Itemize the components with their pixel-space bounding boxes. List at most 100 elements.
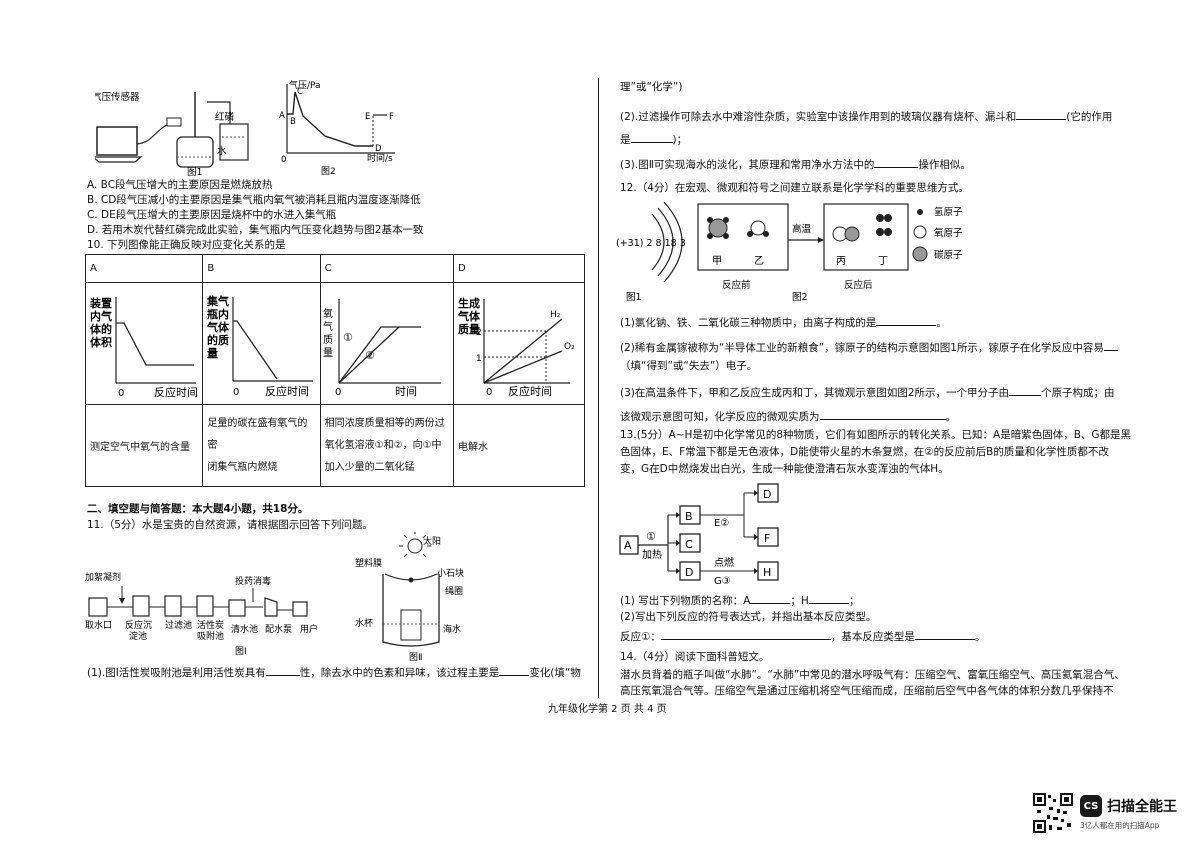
q12-1-text-a: (1)氯化钠、铁、二氧化碳三种物质中，由离子构成的是 — [620, 317, 877, 329]
q11-1-text-a: (1).图Ⅰ活性炭吸附池是利用活性炭具有 — [87, 667, 266, 679]
q13-q3-blank-2[interactable] — [914, 628, 975, 640]
figure-I-water-treatment: 加絮凝剂 投药消毒 取水口 反应沉 淀池 过滤池 活性炭 吸附池 清水池 配水泵… — [85, 571, 318, 657]
q12-2: (2)稀有金属镓被称为“半导体工业的新粮食”，镓原子的结构示意图如图1所示，镓原… — [620, 339, 1118, 355]
graph-a-origin: 0 — [118, 388, 124, 399]
q10-header-b: B — [202, 254, 321, 283]
brand-watermark: CS 扫描全能王 3亿人都在用的扫描App — [1080, 795, 1177, 831]
label-jia: 甲 — [712, 256, 722, 267]
q12-3-text-b: 个原子构成；由 — [1041, 387, 1115, 399]
graph-c-xlabel: 时间 — [395, 385, 417, 398]
q14-line-2: 高压氖氧混合气等。压缩空气是通过压缩机将空气压缩而成，压缩前后空气中各气体的体积… — [620, 685, 1114, 697]
node-a: A — [624, 539, 632, 552]
right-column: 理”或“化学”) (2).过滤操作可除去水中难溶性杂质，实验室中该操作用到的玻璃… — [612, 0, 1131, 848]
q11-1-cont: 理”或“化学”) — [620, 81, 683, 93]
q12-3-blank-2[interactable] — [819, 408, 946, 420]
graph-b-ylabel-2: 瓶内 — [207, 307, 229, 321]
graph-c-series-2: ② — [365, 349, 375, 362]
graph-d-ylabel-3: 质量 — [458, 322, 480, 336]
q10-desc-a: 测定空气中氧气的含量 — [84, 404, 204, 487]
q13-q3-text-a: 反应①： — [620, 631, 661, 643]
sun-label: 太阳 — [423, 535, 441, 547]
column-divider — [598, 78, 599, 698]
q10-desc-d: 电解水 — [453, 404, 585, 487]
q12-3-text-c: 该微观示意图可知，化学反应的微观实质为 — [620, 411, 820, 423]
point-e: E — [365, 112, 370, 122]
q11-3-text-b: 操作相似。 — [918, 159, 971, 171]
q9-option-a: A. BC段气压增大的主要原因是燃烧放热 — [87, 179, 273, 191]
q9-option-c: C. DE段气压增大的主要原因是烧杯中的水进入集气瓶 — [87, 209, 337, 221]
graph-d-ylabel-1: 生成 — [458, 296, 480, 310]
graph-a-xlabel: 反应时间 — [154, 385, 198, 399]
graph-d-tick-1: 1 — [476, 354, 482, 364]
q10-desc-c-line-3: 加入少量的二氧化锰 — [324, 461, 415, 473]
q10-desc-b-line-1: 足量的碳在盛有氧气的密 — [207, 417, 308, 451]
stage-user: 用户 — [300, 623, 318, 635]
fig-I-caption: 图Ⅰ — [235, 646, 247, 657]
water-label: 水 — [217, 145, 227, 157]
gallium-atom-diagram: (+31) 2 8 18 3 — [616, 238, 686, 249]
q10-desc-b: 足量的碳在盛有氧气的密 闭集气瓶内燃烧 — [202, 404, 321, 487]
brand-tagline: 3亿人都在用的扫描App — [1080, 821, 1160, 830]
q12-figures: (+31) 2 8 18 3 甲 乙 高温 丙 丁 反应前 反应后 氢原子 氧原… — [616, 201, 963, 303]
q13-q3-blank-1[interactable] — [660, 628, 831, 640]
q9-option-d: D. 若用木炭代替红磷完成此实验，集气瓶内气压变化趋势与图2基本一致 — [87, 224, 424, 236]
point-a: A — [279, 111, 285, 121]
point-c: C — [297, 87, 303, 97]
q10-graph-c: 氧 气 质 量 ① ② 0 时间 — [319, 282, 455, 405]
graph-b-ylabel-5: 量 — [207, 347, 218, 360]
seawater-label: 海水 — [443, 623, 461, 635]
q10-desc-c-line-1: 相同浓度质量相等的两份过 — [324, 417, 445, 429]
q11-2-text-c: 是 — [620, 134, 631, 146]
graph-a-ylabel-3: 体的 — [90, 322, 112, 336]
cup-label: 水杯 — [355, 617, 373, 629]
q13-q1-blank-1[interactable] — [750, 592, 791, 604]
node-d: D — [685, 566, 693, 579]
graph-b-origin: 0 — [233, 387, 239, 398]
origin: 0 — [281, 155, 286, 165]
q13-q1-blank-2[interactable] — [808, 592, 849, 604]
q10-header-c: C — [319, 254, 455, 283]
q13-q3: 反应①：，基本反应类型是。 — [620, 628, 985, 644]
legend-oxygen: 氧原子 — [934, 227, 963, 239]
step-1: ① — [646, 530, 656, 543]
graph-b-ylabel-3: 气体 — [206, 320, 230, 334]
q10-header-d: D — [453, 254, 585, 283]
q11-intro: 11.（5分）水是宝贵的自然资源，请根据图示回答下列问题。 — [87, 519, 373, 531]
qr-code-icon — [1033, 793, 1073, 833]
sun-icon — [407, 538, 423, 554]
graph-a-ylabel-2: 内气 — [90, 309, 112, 323]
q11-2-blank-2[interactable] — [630, 131, 673, 143]
q11-3-blank[interactable] — [874, 156, 919, 168]
graph-a-ylabel-4: 体积 — [90, 335, 112, 349]
ignite-label: 点燃 — [714, 556, 734, 569]
stage-pump: 配水泵 — [265, 623, 292, 635]
q13-line-3: 变，G在D中燃烧发出白光，生成一种能使澄清石灰水变浑浊的气体H。 — [620, 463, 949, 475]
laptop-screen — [96, 126, 138, 156]
stage-settle-1: 反应沉 — [125, 619, 152, 631]
q13-q1: (1) 写出下列物质的名称：A；H； — [620, 592, 859, 608]
gas-bottle — [176, 136, 214, 168]
q12-3-blank-1[interactable] — [1009, 384, 1042, 396]
stage-filter: 过滤池 — [165, 619, 192, 631]
q11-1-blank-2[interactable] — [499, 664, 530, 676]
q13-q2: (2)写出下列反应的符号表达式，并指出基本反应类型。 — [620, 611, 877, 623]
x-axis-label: 时间/s — [367, 152, 393, 164]
graph-d-ylabel-2: 气体 — [457, 309, 481, 323]
carbon-atom-icon — [912, 246, 928, 262]
q11-2-text-d: )； — [672, 134, 688, 146]
condition-label: 高温 — [792, 223, 812, 235]
y-axis-label: 气压/Pa — [289, 79, 321, 91]
legend-hydrogen: 氢原子 — [934, 206, 963, 218]
q10-desc-b-line-2: 闭集气瓶内燃烧 — [207, 461, 278, 473]
sensor-label: 气压传感器 — [95, 91, 140, 103]
section-2-title: 二、填空题与简答题：本大题4小题，共18分。 — [87, 503, 309, 515]
q14-intro: 14.（4分）阅读下面科普短文。 — [620, 651, 770, 663]
q10-graph-a: 装置 内气 体的 体积 0 反应时间 — [84, 282, 204, 405]
q12-1-blank[interactable] — [876, 314, 937, 326]
q11-2-blank-1[interactable] — [1016, 108, 1067, 120]
q13-q1-text-a: (1) 写出下列物质的名称：A — [620, 595, 751, 607]
q11-1-blank-1[interactable] — [265, 664, 300, 676]
graph-c-ylabel-4: 量 — [323, 347, 333, 359]
q12-2-blank[interactable] — [1103, 339, 1118, 351]
step-2: E② — [714, 518, 729, 529]
